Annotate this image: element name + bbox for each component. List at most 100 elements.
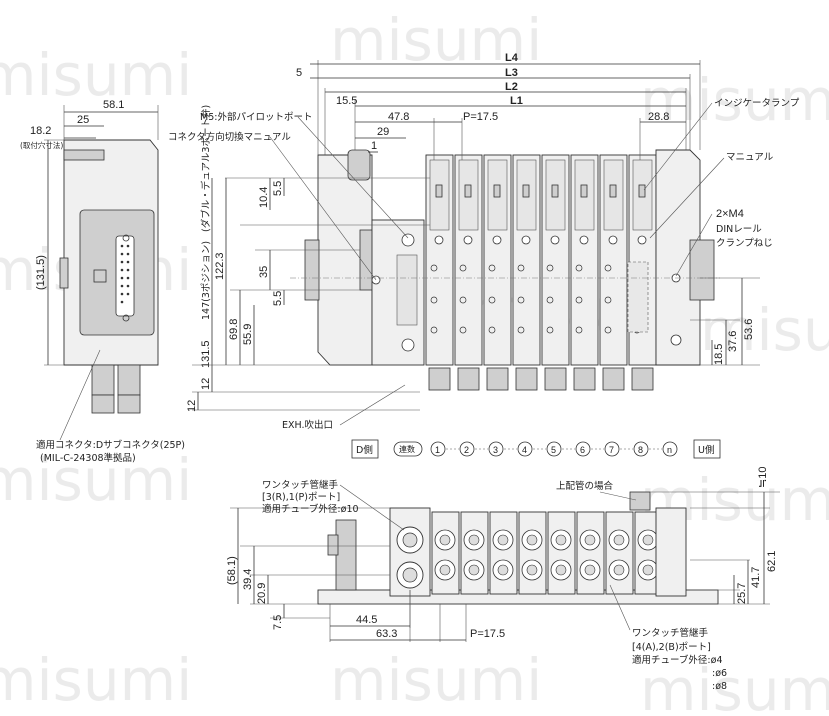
dsub-connector (115, 235, 135, 317)
dim-47-8: 47.8 (388, 111, 409, 123)
manual-button-icon (463, 235, 473, 245)
side-fitting (91, 394, 115, 414)
connector-grille (396, 254, 418, 326)
dim-69-8: 69.8 (228, 319, 240, 340)
bottom-fitting (602, 367, 625, 391)
manual-button-icon (608, 235, 618, 245)
exh-port-icon (401, 338, 415, 352)
indicator-lamp-icon (493, 184, 501, 198)
callout-exh: EXH.吹出口 (282, 419, 333, 431)
d-side-label: D側 (356, 444, 373, 456)
count-oval (393, 441, 423, 457)
valve-stations (425, 154, 657, 391)
manual-button-icon (492, 235, 502, 245)
bottom-fitting (428, 367, 451, 391)
dim-58-1: 58.1 (103, 99, 124, 111)
watermark: misumi (640, 66, 829, 134)
din-rail-right (689, 239, 715, 301)
side-fitting (91, 364, 115, 396)
dim-44-5: 44.5 (356, 614, 377, 626)
station-number-circle (604, 441, 620, 457)
station-number: 3 (493, 445, 498, 455)
indicator-lamp-icon (435, 184, 443, 198)
station-number-circle (633, 441, 649, 457)
bottom-fitting (631, 367, 654, 391)
bottom-fitting (457, 367, 480, 391)
callout-tube2c: :ø8 (712, 681, 727, 692)
side-label-plate (93, 269, 107, 283)
mount-hole (670, 334, 682, 346)
manual-button-icon (637, 235, 647, 245)
station-number: 7 (609, 445, 614, 455)
pilot-port-icon (401, 233, 415, 247)
station-number: 4 (522, 445, 527, 455)
manual-button-icon (434, 235, 444, 245)
dim-131-5: 131.5 (200, 340, 212, 368)
station-number-circle (459, 441, 475, 457)
indicator-lamp-icon (464, 184, 472, 198)
watermark: misumi (640, 656, 829, 716)
station-number-circle (488, 441, 504, 457)
front-end-u (655, 507, 687, 597)
dim-10-4: 10.4 (258, 187, 270, 208)
dim-5-5b: 5.5 (272, 291, 284, 306)
dim-147: 147(3ポジション) (201, 241, 212, 320)
dim-122-3: 122.3 (214, 252, 226, 280)
callout-din1: DINレール (716, 224, 762, 235)
station-number: 2 (464, 445, 469, 455)
manual-button-icon (550, 235, 560, 245)
station-number: 8 (638, 445, 643, 455)
dim-29: 29 (377, 126, 389, 138)
dim-5: 5 (296, 67, 302, 79)
dim-25: 25 (77, 114, 89, 126)
side-top-rail (63, 149, 105, 161)
connector-standard: (MIL-C-24308準拠品) (40, 452, 136, 464)
station-number: n (667, 445, 672, 455)
side-rail-clip (59, 257, 69, 289)
bottom-fitting (544, 367, 567, 391)
connector-label: 適用コネクタ:Dサブコネクタ(25P) (36, 439, 185, 451)
dim-62-1: 62.1 (766, 551, 778, 572)
station-number-circle (575, 441, 591, 457)
valve-station (483, 154, 512, 391)
callout-tube2: 適用チューブ外径:ø4 (632, 654, 723, 666)
front-station (576, 511, 605, 595)
dim-pitch: P=17.5 (463, 111, 498, 123)
dim-pitch-front: P=17.5 (470, 628, 505, 640)
valve-station (570, 154, 599, 391)
din-rail-left (304, 239, 320, 301)
side-fitting (117, 394, 141, 414)
dim-53-6: 53.6 (743, 319, 755, 340)
u-side-label: U側 (698, 444, 714, 456)
indicator-lamp-icon (580, 184, 588, 198)
dim-37-6: 37.6 (727, 331, 739, 352)
dim-20-9: 20.9 (256, 583, 268, 604)
callout-connector-manual: コネクタ方向切換マニュアル (168, 131, 291, 143)
connector-screw (122, 314, 130, 322)
callout-upper-pipe: 上配管の場合 (556, 480, 614, 492)
callout-tube2b: :ø6 (712, 668, 727, 679)
callout-pilot-port: M5:外部パイロットポート (200, 111, 312, 123)
upper-pipe-fitting (629, 491, 651, 511)
callout-fitting1: ワンタッチ管継手 (262, 479, 339, 491)
dim-28-8: 28.8 (648, 111, 669, 123)
watermark: misumi (0, 646, 192, 714)
front-station (547, 511, 576, 595)
side-fitting (117, 364, 141, 396)
dim-41-7: 41.7 (750, 567, 762, 588)
connector-screw (122, 234, 130, 242)
dim-12a: 12 (200, 378, 212, 390)
front-station (460, 511, 489, 595)
count-label: 連数 (399, 444, 415, 454)
bottom-fitting (573, 367, 596, 391)
indicator-lamp-icon (609, 184, 617, 198)
callout-manual: マニュアル (726, 152, 774, 163)
front-station (605, 511, 634, 595)
top-view: L4 L3 5 L2 L1 15.5 47.8 P=17.5 28.8 29 1… (168, 52, 800, 431)
callout-din2: クランプねじ (716, 238, 773, 249)
valve-station (454, 154, 483, 391)
connector-knob (347, 149, 371, 181)
